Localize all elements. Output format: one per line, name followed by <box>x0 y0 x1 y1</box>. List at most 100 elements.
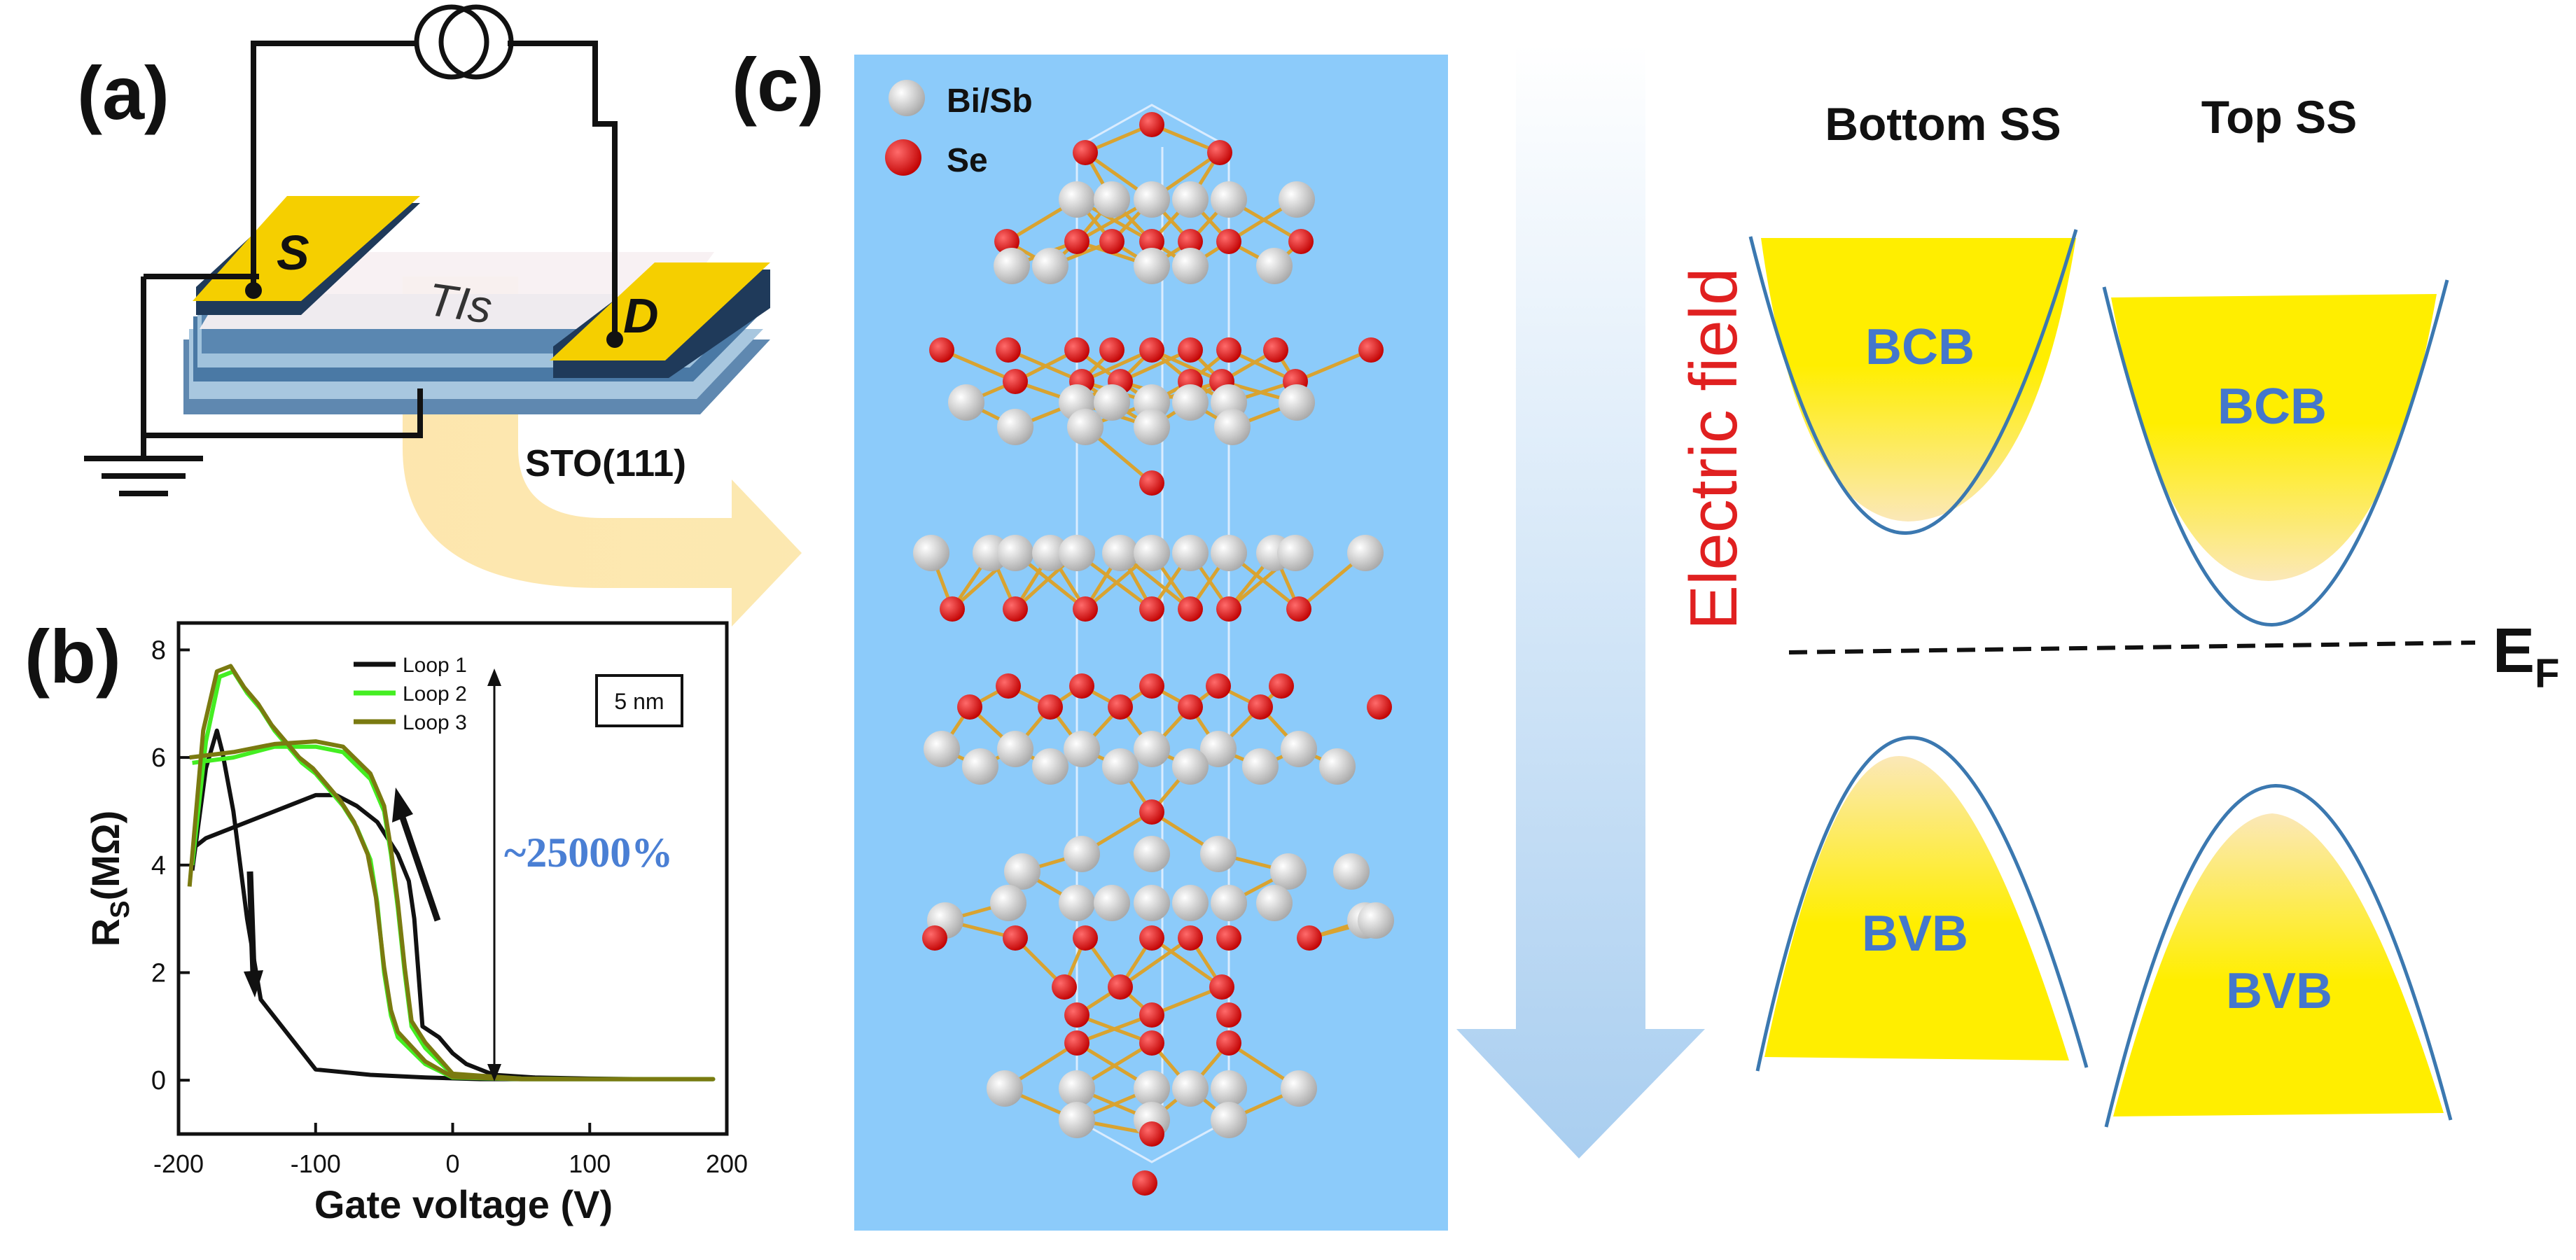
bi-sb-atom <box>1059 1070 1095 1107</box>
se-atom <box>1003 369 1028 394</box>
se-atom <box>1358 337 1384 363</box>
se-atom <box>1139 596 1164 622</box>
source-label: S <box>277 225 309 280</box>
bond <box>1080 348 1153 384</box>
top-conduction-curve <box>2102 279 2449 626</box>
bi-sb-atom <box>1281 1070 1317 1107</box>
panel-c-label: (c) <box>732 42 824 127</box>
atom-legend-bi-sb: Bi/Sb <box>947 83 1033 120</box>
se-atom <box>1216 229 1241 254</box>
bi-sb-atom <box>1059 1102 1095 1138</box>
se-atom <box>1139 1002 1164 1028</box>
x-tick-label: -100 <box>291 1149 341 1178</box>
bottom-ss-bands: BCB BVB <box>1748 229 2089 1072</box>
fermi-level-line <box>1788 640 2476 654</box>
x-tick-label: 0 <box>445 1149 459 1178</box>
se-atom <box>957 694 982 720</box>
y-axis-title-main: R <box>83 918 127 946</box>
bond <box>1119 348 1192 384</box>
bi-sb-atom <box>1059 181 1095 218</box>
top-bcb-fill <box>2111 294 2437 581</box>
se-atom <box>1139 1030 1164 1056</box>
bi-sb-atom <box>1064 731 1100 767</box>
y-axis-title-unit: (MΩ) <box>83 811 127 901</box>
top-bvb-label: BVB <box>2226 963 2332 1019</box>
bi-sb-atom <box>1200 731 1237 767</box>
se-atom <box>1269 673 1294 699</box>
bi-sb-atom <box>962 748 998 785</box>
bi-sb-atom <box>1279 181 1315 218</box>
bi-sb-atom <box>1032 748 1068 785</box>
current-source-icon <box>414 4 514 80</box>
se-atom <box>1139 229 1164 254</box>
bottom-conduction-curve <box>1748 229 2078 535</box>
bi-sb-atom <box>1172 748 1209 785</box>
se-atom <box>1216 337 1241 363</box>
channel-label: TIs <box>424 273 495 333</box>
se-atom <box>1052 974 1077 1000</box>
bi-sb-atom <box>1059 535 1095 571</box>
se-atom <box>996 337 1021 363</box>
se-atom <box>1178 229 1203 254</box>
se-atom <box>1139 673 1164 699</box>
y-tick-label: 4 <box>151 851 166 881</box>
bi-sb-atom <box>994 248 1030 284</box>
ground-icon <box>84 435 203 496</box>
fermi-sub: F <box>2535 651 2559 696</box>
bond <box>1150 936 1223 989</box>
bi-sb-atom <box>1134 731 1170 767</box>
se-atom <box>1178 925 1203 951</box>
se-atom <box>1064 1030 1089 1056</box>
bi-sb-atom <box>1134 248 1170 284</box>
bi-sb-atom <box>1279 384 1315 421</box>
bi-sb-atom <box>1172 1070 1209 1107</box>
se-atom <box>1064 1002 1089 1028</box>
y-tick-label: 2 <box>151 958 166 988</box>
se-atom <box>1139 470 1164 496</box>
se-atom <box>922 925 947 951</box>
bi-sb-atom <box>1200 836 1237 872</box>
bi-sb-atom <box>1067 409 1103 445</box>
legend-label-loop-2: Loop 2 <box>403 682 467 706</box>
bi-sb-atom <box>1134 535 1170 571</box>
bond <box>1119 936 1192 989</box>
bi-sb-atom <box>1172 885 1209 921</box>
bi-sb-atom <box>1281 731 1317 767</box>
bi-sb-atom <box>924 731 960 767</box>
se-atom <box>1139 112 1164 137</box>
bi-sb-atom <box>1032 248 1068 284</box>
top-bvb-fill <box>2113 813 2444 1116</box>
chart-legend: Loop 1 Loop 2 Loop 3 <box>354 654 467 734</box>
bi-sb-atom-icon <box>889 80 925 116</box>
top-bcb-label: BCB <box>2218 379 2327 435</box>
bond <box>1295 348 1372 384</box>
se-atom <box>1073 596 1098 622</box>
bi-sb-atom <box>1277 535 1314 571</box>
se-atom <box>929 337 954 363</box>
se-atom <box>1108 694 1133 720</box>
x-tick-label: 100 <box>569 1149 611 1178</box>
legend-label-loop-3: Loop 3 <box>403 711 467 734</box>
bi-sb-atom <box>1270 853 1307 890</box>
se-atom <box>1003 925 1028 951</box>
se-atom <box>1073 925 1098 951</box>
y-tick-label: 8 <box>151 636 166 665</box>
bond <box>941 348 1016 384</box>
panel-b-label: (b) <box>25 614 121 699</box>
se-atom <box>1038 694 1063 720</box>
se-atom <box>1216 596 1241 622</box>
se-atom <box>1178 596 1203 622</box>
substrate-label: STO(111) <box>525 442 686 484</box>
se-atom <box>1099 229 1125 254</box>
bi-sb-atom <box>1211 885 1247 921</box>
thickness-label: 5 nm <box>614 689 664 714</box>
bi-sb-atom <box>1134 181 1170 218</box>
se-atom <box>1216 1030 1241 1056</box>
y-axis-title: RS(MΩ) <box>83 811 135 947</box>
bi-sb-atom <box>1004 853 1040 890</box>
bi-sb-atom <box>1172 181 1209 218</box>
bi-sb-atom <box>1242 748 1279 785</box>
drain-label: D <box>623 288 659 343</box>
